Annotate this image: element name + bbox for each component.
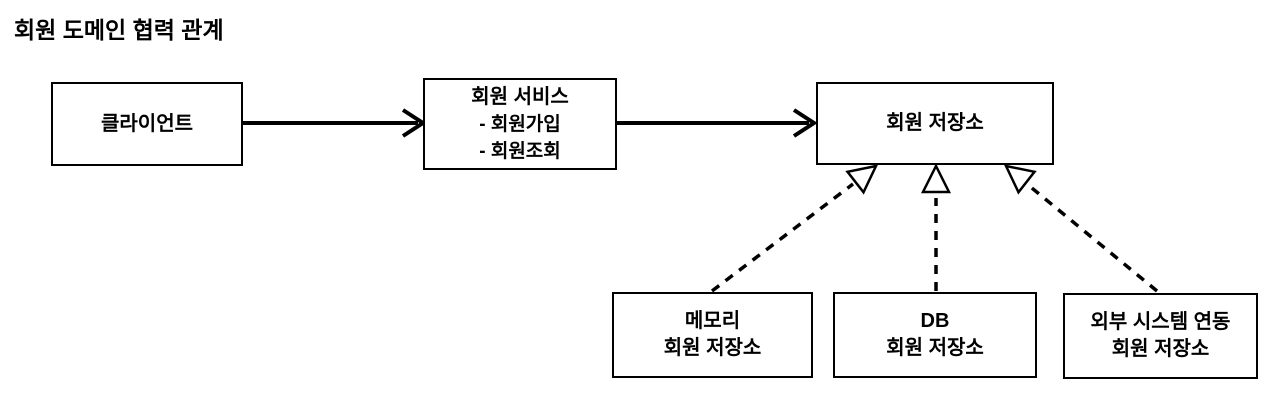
client-node-label: 클라이언트 bbox=[101, 112, 193, 135]
external-system-repository-line2: 회원 저장소 bbox=[1111, 338, 1210, 360]
memory-repository-line1: 메모리 bbox=[684, 310, 741, 332]
client-node: 클라이언트 bbox=[51, 82, 243, 166]
external-system-repository-node: 외부 시스템 연동 회원 저장소 bbox=[1063, 293, 1258, 379]
realization-db-to-repository bbox=[920, 163, 952, 291]
db-repository-node: DB 회원 저장소 bbox=[833, 292, 1037, 378]
external-system-repository-line1: 외부 시스템 연동 bbox=[1090, 311, 1231, 333]
member-repository-node: 회원 저장소 bbox=[816, 82, 1054, 165]
page-title: 회원 도메인 협력 관계 bbox=[14, 17, 224, 43]
arrow-client-to-service bbox=[243, 108, 427, 138]
db-repository-line2: 회원 저장소 bbox=[886, 337, 984, 359]
member-service-item-lookup: - 회원조회 bbox=[479, 140, 561, 162]
db-repository-line1: DB bbox=[920, 310, 950, 332]
arrow-service-to-repository bbox=[617, 108, 818, 138]
member-service-node-title: 회원 서비스 bbox=[471, 85, 569, 108]
member-service-item-signup: - 회원가입 bbox=[479, 113, 561, 135]
member-repository-node-label: 회원 저장소 bbox=[886, 112, 984, 134]
memory-repository-node: 메모리 회원 저장소 bbox=[612, 292, 813, 378]
realization-external-to-repository bbox=[1003, 164, 1159, 293]
realization-memory-to-repository bbox=[710, 164, 879, 293]
memory-repository-line2: 회원 저장소 bbox=[663, 337, 762, 359]
member-service-node: 회원 서비스 - 회원가입 - 회원조회 bbox=[423, 78, 617, 170]
